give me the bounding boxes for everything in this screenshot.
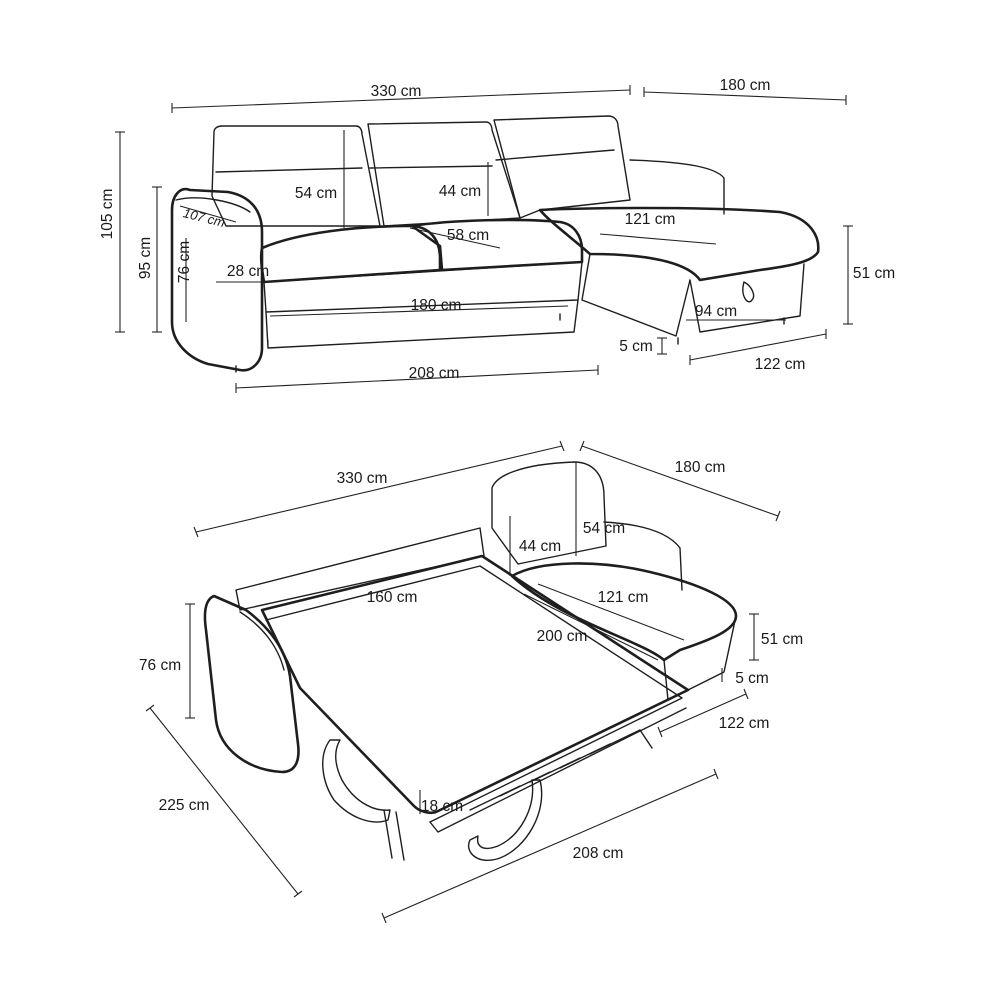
- chaise-back-arm: [629, 159, 725, 215]
- label-chaise-seat: 121 cm: [625, 211, 676, 228]
- label-seat-height: 76 cm: [176, 241, 193, 283]
- label-arm-width: 28 cm: [227, 263, 269, 280]
- label-bed-leg-height: 5 cm: [735, 670, 769, 687]
- sofa-legs: [235, 313, 785, 373]
- label-bed-arm-height: 76 cm: [139, 657, 181, 674]
- label-mattress-width: 160 cm: [367, 589, 418, 606]
- bed-chaise-backrest: [491, 461, 607, 565]
- sofa-top-drawing: [170, 115, 820, 373]
- label-bed-total-length: 330 cm: [337, 470, 388, 487]
- label-backrest-lower: 44 cm: [439, 183, 481, 200]
- chaise-side: [581, 253, 691, 337]
- label-mattress-length: 200 cm: [537, 628, 588, 645]
- seat-cushion-right: [410, 218, 584, 272]
- bed-mechanism-left: [322, 739, 391, 823]
- label-leg-height: 5 cm: [619, 338, 653, 355]
- bed-left-armrest-edge: [239, 611, 285, 671]
- label-bed-chaise-length: 180 cm: [675, 459, 726, 476]
- label-chaise-height: 51 cm: [853, 265, 895, 282]
- label-bed-depth: 225 cm: [159, 797, 210, 814]
- bed-chaise-cushion: [510, 562, 738, 662]
- backrest-seams: [215, 149, 615, 173]
- backrest-middle: [367, 121, 521, 227]
- label-chaise-width: 122 cm: [755, 356, 806, 373]
- label-bed-chaise-seat: 121 cm: [598, 589, 649, 606]
- bed-labels: 330 cm 180 cm 44 cm 54 cm 160 cm 121 cm …: [139, 459, 803, 862]
- sofa-base: [265, 299, 579, 349]
- chaise-pull-strap: [742, 281, 755, 303]
- bed-mattress-side: [265, 565, 683, 823]
- label-seat-width: 180 cm: [411, 297, 462, 314]
- bed-mattress: [260, 554, 690, 815]
- backrest-right: [493, 115, 631, 219]
- bed-frame-legs: [383, 729, 653, 861]
- backrest-left: [211, 125, 381, 227]
- bed-chaise-front: [663, 615, 737, 701]
- label-chaise-storage: 94 cm: [695, 303, 737, 320]
- bed-pull-handle: [467, 779, 543, 861]
- top-labels: 330 cm 180 cm 105 cm 95 cm 76 cm 107 cm …: [99, 77, 895, 382]
- label-chaise-length: 180 cm: [720, 77, 771, 94]
- label-total-length: 330 cm: [371, 83, 422, 100]
- chaise-front: [689, 263, 805, 333]
- bed-dimension-lines: [145, 440, 781, 924]
- left-armrest-top: [175, 197, 251, 213]
- top-dimension-lines: [115, 85, 853, 393]
- label-bed-chaise-height: 51 cm: [761, 631, 803, 648]
- sofa-bed-drawing: [203, 461, 738, 861]
- label-backrest-height: 54 cm: [295, 185, 337, 202]
- label-arm-height: 95 cm: [137, 237, 154, 279]
- seat-cushion-left: [259, 224, 442, 284]
- label-seat-depth: 58 cm: [447, 227, 489, 244]
- label-base-width: 208 cm: [409, 365, 460, 382]
- label-arm-depth: 107 cm: [182, 205, 227, 230]
- bed-frame-slats: [469, 729, 641, 811]
- label-total-height: 105 cm: [99, 189, 116, 240]
- label-bed-backrest-lower: 44 cm: [519, 538, 561, 555]
- label-bed-chaise-width: 122 cm: [719, 715, 770, 732]
- bed-left-armrest: [203, 594, 300, 774]
- label-bed-backrest-height: 54 cm: [583, 520, 625, 537]
- bed-frame-edge: [429, 707, 687, 833]
- bed-chaise-arm: [603, 521, 683, 591]
- left-armrest: [170, 187, 264, 372]
- label-mattress-thickness: 18 cm: [421, 798, 463, 815]
- label-bed-base-width: 208 cm: [573, 845, 624, 862]
- bed-back-rail: [235, 527, 485, 611]
